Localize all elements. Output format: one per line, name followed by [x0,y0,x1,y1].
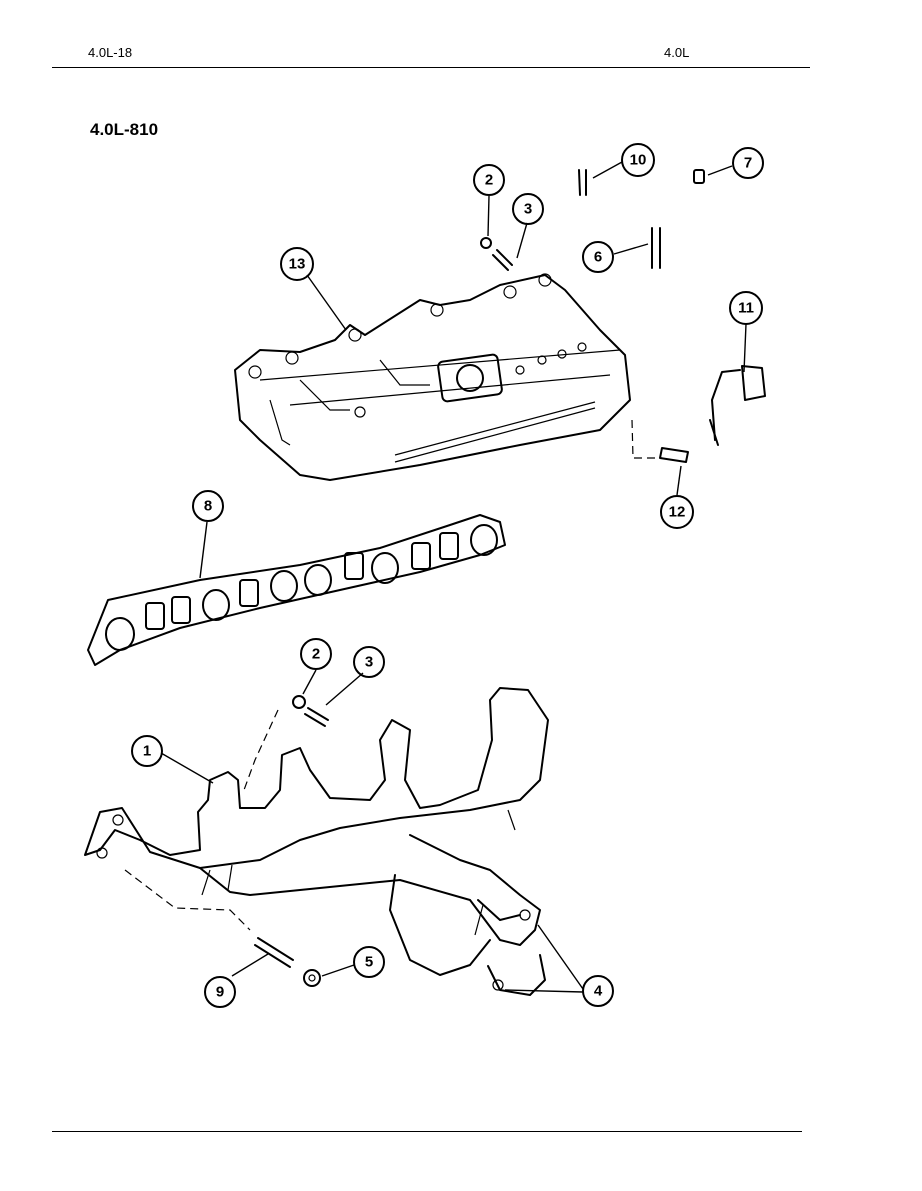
nut-2-top [480,237,492,249]
callout-5-label: 5 [365,954,373,971]
leader-lines [160,161,747,993]
bolt-3-middle [304,707,329,727]
callout-13: 13 [280,247,314,281]
intake-manifold-part [234,273,631,481]
callout-3-top-label: 3 [524,201,532,218]
manifold-gasket-part [87,514,506,666]
callout-13-label: 13 [289,256,306,273]
callout-1-label: 1 [143,743,151,760]
callout-12: 12 [660,495,694,529]
callout-10-label: 10 [630,152,647,169]
callout-12-label: 12 [669,504,686,521]
callout-3-top: 3 [512,193,544,225]
callout-5: 5 [353,946,385,978]
callout-7: 7 [732,147,764,179]
callout-2-middle-label: 2 [312,646,320,663]
callout-2-top: 2 [473,164,505,196]
page-number: 4.0L-18 [88,45,133,60]
figure-id: 4.0L-810 [90,120,159,139]
callout-11: 11 [729,291,763,325]
fitting-12 [659,447,689,463]
footer-rule [52,1131,802,1132]
callout-9: 9 [204,976,236,1008]
cap-7 [693,169,705,184]
callout-6: 6 [582,241,614,273]
header-rule [52,67,810,68]
callout-7-label: 7 [744,155,752,172]
callout-8-label: 8 [204,498,212,515]
callout-3-middle-label: 3 [365,654,373,671]
callout-4-label: 4 [594,983,603,1000]
nut-5 [303,969,321,987]
callout-1: 1 [131,735,163,767]
stud-9 [254,937,294,968]
oxygen-sensor-11 [709,365,766,446]
stud-10 [578,169,587,196]
callout-2-top-label: 2 [485,172,493,189]
section-label: 4.0L [664,45,690,60]
exhaust-manifold-part [84,687,549,996]
nut-2-middle [292,695,306,709]
callout-3-middle: 3 [353,646,385,678]
callout-11-label: 11 [738,300,754,317]
bolt-3-top [492,249,513,271]
callout-6-label: 6 [594,249,602,266]
callout-10: 10 [621,143,655,177]
stud-6 [651,227,661,269]
callout-4: 4 [582,975,614,1007]
callout-2-middle: 2 [300,638,332,670]
alignment-lines [124,419,662,931]
callout-8: 8 [192,490,224,522]
callout-9-label: 9 [216,984,224,1001]
